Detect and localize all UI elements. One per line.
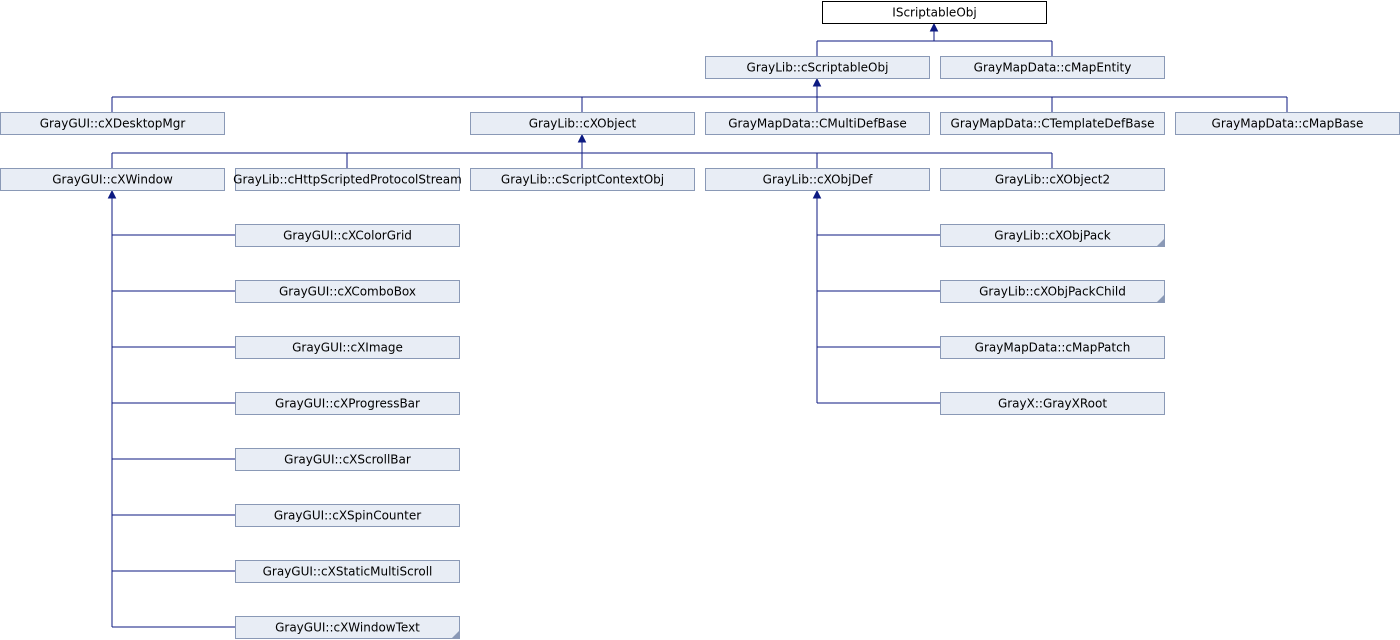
class-node-box [705,56,930,79]
class-node-cmapbase[interactable]: GrayMapData::cMapBase [1175,112,1400,135]
edge-group-cxwindow [107,189,235,628]
class-node-cxobject[interactable]: GrayLib::cXObject [470,112,695,135]
inheritance-arrowhead [812,189,822,199]
class-node-cmappatch[interactable]: GrayMapData::cMapPatch [940,336,1165,359]
class-node-cscriptcontextobj[interactable]: GrayLib::cScriptContextObj [470,168,695,191]
inheritance-arrowhead [107,189,117,199]
class-node-label: GrayGUI::cXComboBox [279,285,416,299]
class-node-label: GrayGUI::cXImage [292,341,403,355]
class-node-label: GrayMapData::cMapEntity [974,61,1132,75]
inheritance-edges [107,22,1288,628]
class-node-box [940,224,1165,247]
class-node-box [235,168,460,191]
class-node-label: GrayGUI::cXSpinCounter [274,509,421,523]
class-node-box [235,336,460,359]
class-node-cscriptableobj[interactable]: GrayLib::cScriptableObj [705,56,930,79]
class-node-cxcolorgrid[interactable]: GrayGUI::cXColorGrid [235,224,460,247]
class-node-cmapentity[interactable]: GrayMapData::cMapEntity [940,56,1165,79]
class-node-label: GrayLib::cXObjPackChild [979,285,1126,299]
class-node-cmultidefbase[interactable]: GrayMapData::CMultiDefBase [705,112,930,135]
class-node-box [235,504,460,527]
class-node-box [235,392,460,415]
class-node-label: GrayLib::cScriptContextObj [501,173,664,187]
class-node-cxwindow[interactable]: GrayGUI::cXWindow [0,168,225,191]
class-node-label: GrayLib::cXObject2 [995,173,1110,187]
class-node-box [822,1,1047,24]
class-node-cxprogressbar[interactable]: GrayGUI::cXProgressBar [235,392,460,415]
class-node-label: IScriptableObj [892,6,976,20]
class-node-cxwindowtext[interactable]: GrayGUI::cXWindowText [235,616,460,639]
class-node-box [940,392,1165,415]
class-node-label: GrayGUI::cXWindow [52,173,173,187]
class-node-box [940,280,1165,303]
class-node-box [705,168,930,191]
class-node-cxdesktopmgr[interactable]: GrayGUI::cXDesktopMgr [0,112,225,135]
class-node-box [235,280,460,303]
class-node-label: GrayX::GrayXRoot [998,397,1107,411]
edge-group-cscriptableobj [111,77,1288,112]
class-node-label: GrayMapData::CMultiDefBase [728,117,907,131]
class-node-label: GrayLib::cScriptableObj [747,61,889,75]
class-node-label: GrayGUI::cXScrollBar [284,453,411,467]
class-node-chttpscripted[interactable]: GrayLib::cHttpScriptedProtocolStream [233,168,462,191]
class-node-box [940,336,1165,359]
class-node-label: GrayGUI::cXDesktopMgr [40,117,186,131]
class-node-box [235,448,460,471]
class-node-cxstaticmultiscroll[interactable]: GrayGUI::cXStaticMultiScroll [235,560,460,583]
class-node-box [235,224,460,247]
class-node-cxspincounter[interactable]: GrayGUI::cXSpinCounter [235,504,460,527]
more-subclasses-marker [1157,295,1164,302]
edge-group-cxobject [111,133,1053,168]
class-node-box [940,56,1165,79]
class-node-box [0,112,225,135]
class-node-label: GrayGUI::cXStaticMultiScroll [263,565,433,579]
class-node-box [940,112,1165,135]
class-node-cxobject2[interactable]: GrayLib::cXObject2 [940,168,1165,191]
more-subclasses-marker [452,631,459,638]
inheritance-arrowhead [812,77,822,87]
class-node-label: GrayLib::cHttpScriptedProtocolStream [233,173,462,187]
class-node-cxobjdef[interactable]: GrayLib::cXObjDef [705,168,930,191]
class-node-box [0,168,225,191]
class-node-label: GrayMapData::cMapPatch [975,341,1131,355]
class-node-label: GrayGUI::cXWindowText [275,621,420,635]
class-node-cxscrollbar[interactable]: GrayGUI::cXScrollBar [235,448,460,471]
inheritance-arrowhead [929,22,939,32]
class-node-grayxroot[interactable]: GrayX::GrayXRoot [940,392,1165,415]
class-node-cxobjpack[interactable]: GrayLib::cXObjPack [940,224,1165,247]
class-node-iscriptableobj[interactable]: IScriptableObj [822,1,1047,24]
class-node-box [470,112,695,135]
class-node-cxcombobox[interactable]: GrayGUI::cXComboBox [235,280,460,303]
class-node-label: GrayLib::cXObjDef [763,173,873,187]
class-node-label: GrayLib::cXObjPack [994,229,1111,243]
edge-group-cxobjdef [812,189,940,404]
class-node-label: GrayGUI::cXColorGrid [283,229,412,243]
class-node-ctemplatedefbase[interactable]: GrayMapData::CTemplateDefBase [940,112,1165,135]
edge-group-iscriptableobj [816,22,1053,56]
class-node-label: GrayGUI::cXProgressBar [275,397,420,411]
class-node-cxobjpackchild[interactable]: GrayLib::cXObjPackChild [940,280,1165,303]
class-node-label: GrayMapData::cMapBase [1212,117,1364,131]
class-node-box [470,168,695,191]
class-node-label: GrayLib::cXObject [529,117,637,131]
class-node-box [235,616,460,639]
more-subclasses-marker [1157,239,1164,246]
class-node-label: GrayMapData::CTemplateDefBase [951,117,1155,131]
class-node-box [940,168,1165,191]
inheritance-arrowhead [577,133,587,143]
class-node-box [235,560,460,583]
class-node-box [705,112,930,135]
class-node-cximage[interactable]: GrayGUI::cXImage [235,336,460,359]
